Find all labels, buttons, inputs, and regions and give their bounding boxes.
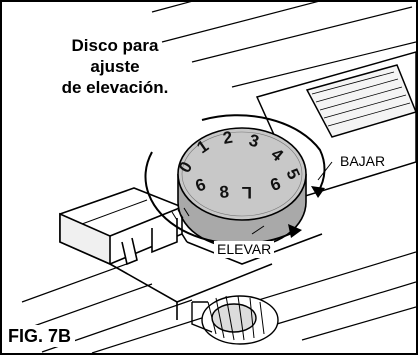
index-marks	[171, 207, 190, 221]
caption-line-1: Disco para	[71, 36, 159, 55]
elevation-dial	[177, 127, 307, 249]
mounting-rails	[16, 2, 416, 353]
dial-number-2: 2	[221, 128, 234, 148]
label-bajar: BAJAR	[337, 153, 389, 170]
dial-number-8: 8	[219, 182, 230, 202]
dial-number-7: L	[242, 183, 252, 202]
label-elevar: ELEVAR	[214, 241, 275, 258]
figure-label: FIG. 7B	[6, 325, 76, 347]
dial-caption: Disco para ajuste de elevación.	[40, 35, 190, 98]
caption-line-3: de elevación.	[61, 78, 169, 97]
arrow-down-icon	[311, 186, 325, 198]
arrowheads	[288, 186, 325, 238]
caption-line-2: ajuste	[90, 57, 140, 76]
arrow-up-icon	[288, 224, 302, 238]
windage-knob	[191, 295, 279, 345]
leader-lines	[251, 161, 333, 235]
